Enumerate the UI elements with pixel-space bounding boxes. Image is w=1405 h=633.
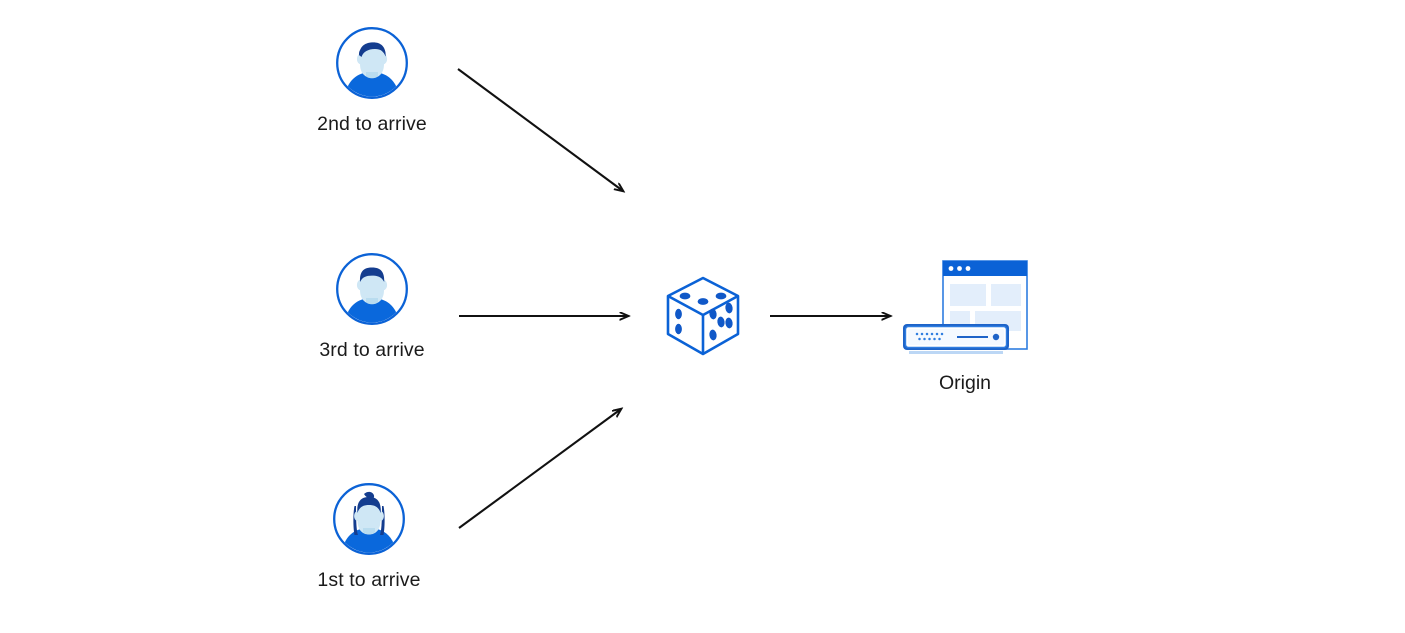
dice-icon (666, 276, 740, 356)
user-avatar-icon (333, 483, 405, 555)
user-avatar-icon (336, 253, 408, 325)
node-client-third[interactable]: 3rd to arrive (312, 252, 432, 363)
arrow-first-to-dice (458, 409, 621, 529)
node-label-client-first: 1st to arrive (317, 569, 421, 591)
node-label-client-third: 3rd to arrive (319, 339, 425, 361)
origin-server-icon (903, 260, 1028, 354)
node-label-origin: Origin (938, 372, 992, 394)
node-client-first[interactable]: 1st to arrive (309, 482, 429, 593)
arrow-second-to-dice (457, 68, 623, 191)
node-origin[interactable]: Origin (880, 258, 1050, 395)
node-randomizer[interactable] (658, 272, 748, 362)
node-label-client-second: 2nd to arrive (317, 113, 427, 135)
user-avatar-icon (336, 27, 408, 99)
node-client-second[interactable]: 2nd to arrive (312, 26, 432, 137)
